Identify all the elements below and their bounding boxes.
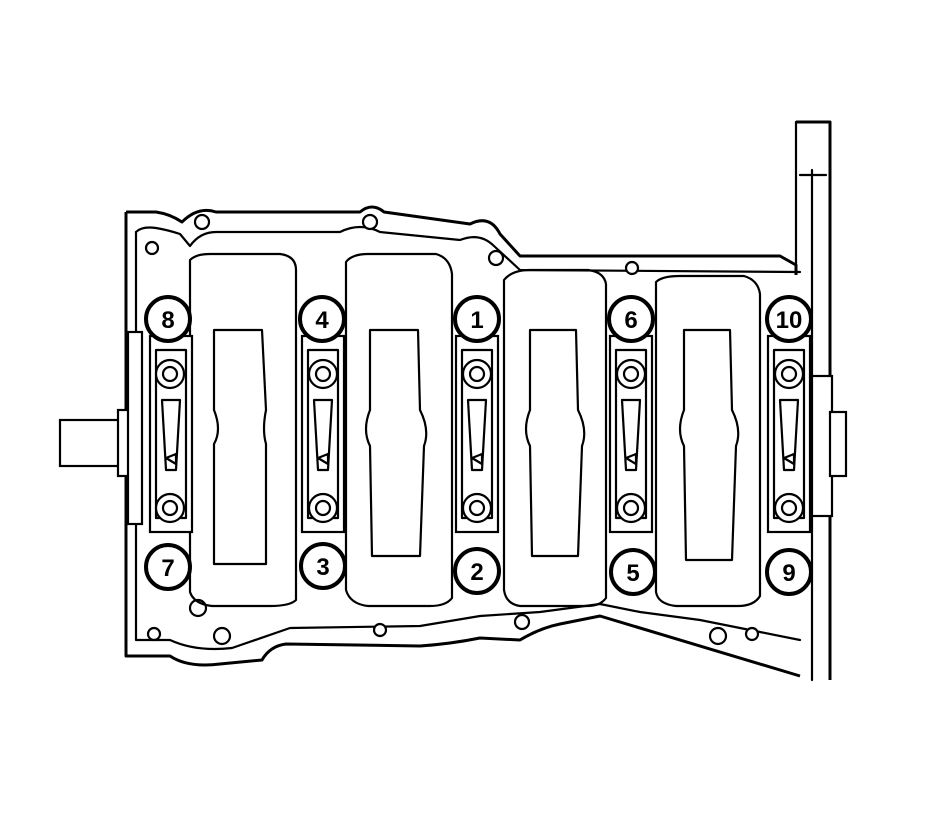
bearing-cap-4 <box>608 334 654 534</box>
bolt-number: 4 <box>315 307 329 334</box>
bearing-caps <box>148 334 812 534</box>
bolt-label-bottom-5: 9 <box>765 548 813 596</box>
dowel-holes <box>144 213 760 646</box>
bolt-label-top-5: 10 <box>765 295 813 343</box>
bolt-label-top-2: 4 <box>298 295 346 343</box>
bolt-number: 8 <box>161 307 174 334</box>
bearing-cap-1 <box>148 334 194 534</box>
bolt-number: 3 <box>316 554 329 581</box>
bolt-sequence-top: 8 4 1 6 10 <box>144 295 813 343</box>
bearing-cap-3 <box>454 334 500 534</box>
bolt-number: 7 <box>161 555 174 582</box>
bolt-number: 2 <box>470 559 483 586</box>
bolt-label-bottom-2: 3 <box>299 542 347 590</box>
bolt-label-bottom-3: 2 <box>453 547 501 595</box>
bearing-cap-2 <box>300 334 346 534</box>
bolt-label-top-3: 1 <box>453 295 501 343</box>
crankcase-webs <box>188 252 762 608</box>
block-outline <box>124 205 801 678</box>
bolt-number: 10 <box>776 307 803 334</box>
block-inner-outline <box>134 225 802 274</box>
bolt-label-top-1: 8 <box>144 295 192 343</box>
bolt-label-top-4: 6 <box>607 295 655 343</box>
bolt-sequence-bottom: 7 3 2 5 9 <box>144 542 813 596</box>
bolt-number: 5 <box>626 560 639 587</box>
bearing-cap-5 <box>766 334 812 534</box>
bolt-label-bottom-1: 7 <box>144 543 192 591</box>
bolt-number: 6 <box>624 307 637 334</box>
bolt-number: 1 <box>470 307 483 334</box>
bolt-number: 9 <box>782 560 795 587</box>
bolt-label-bottom-4: 5 <box>609 548 657 596</box>
crankshaft-ends <box>58 330 848 526</box>
